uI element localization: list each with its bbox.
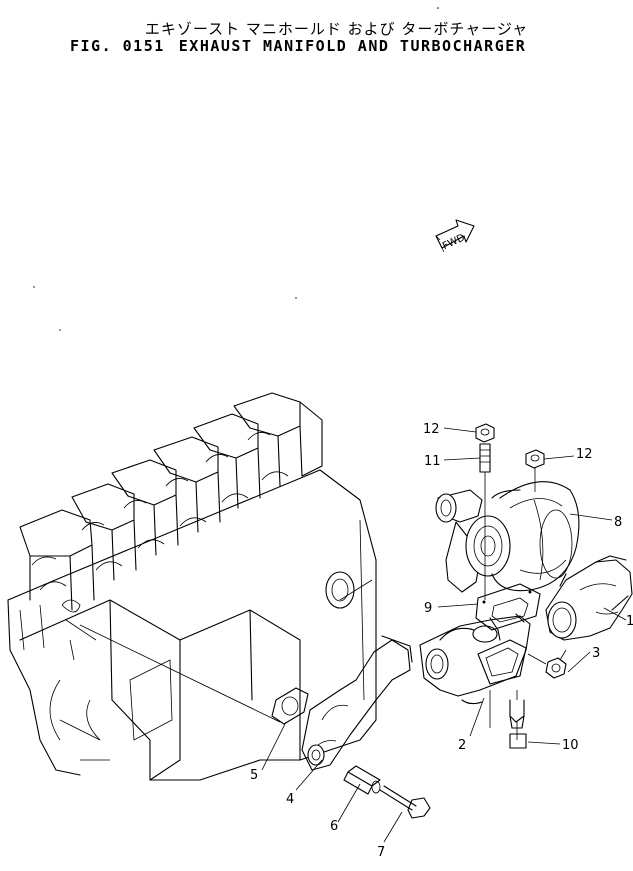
callout-6: 6 xyxy=(330,819,338,834)
callout-7: 7 xyxy=(377,845,385,860)
title-english-line: FIG. 0151 EXHAUST MANIFOLD AND TURBOCHARG… xyxy=(70,37,526,55)
figure-title: EXHAUST MANIFOLD AND TURBOCHARGER xyxy=(178,37,527,55)
part-10-bolt xyxy=(509,690,527,749)
part-4-front-manifold xyxy=(301,635,413,771)
callout-12-upper: 12 xyxy=(423,422,440,437)
callout-1: 1 xyxy=(626,614,633,629)
part-7-bolt xyxy=(379,785,431,819)
part-1-rear-elbow xyxy=(545,555,633,641)
fwd-arrow-icon: FWD xyxy=(435,219,475,252)
part-8-turbocharger xyxy=(435,481,580,593)
callout-2: 2 xyxy=(458,738,466,753)
leader-3-link xyxy=(527,653,547,665)
leader-block-to-gasket xyxy=(79,624,281,723)
part-5-gasket xyxy=(271,687,309,725)
callout-5: 5 xyxy=(250,768,258,783)
scan-dots xyxy=(33,7,439,331)
part-12-nut-lower xyxy=(525,449,545,492)
part-12-nut-upper xyxy=(475,423,495,443)
leader-2 xyxy=(469,697,485,737)
part-2-center-manifold xyxy=(419,613,531,705)
callout-leaders xyxy=(261,427,627,843)
figure-number: FIG. 0151 xyxy=(70,37,165,55)
callout-3: 3 xyxy=(592,646,600,661)
title-japanese: エキゾースト マニホールド および ターボチャージャ xyxy=(144,20,529,38)
part-11-stud xyxy=(479,443,491,600)
part-6-sleeve xyxy=(343,765,381,795)
callout-8: 8 xyxy=(614,515,622,530)
callout-4: 4 xyxy=(286,792,294,807)
callout-11: 11 xyxy=(424,454,441,469)
callout-9: 9 xyxy=(424,601,432,616)
part-3-nut xyxy=(545,649,567,679)
fwd-label: FWD xyxy=(441,232,467,252)
engine-block xyxy=(7,392,377,781)
callout-12-lower: 12 xyxy=(576,447,593,462)
part-9-gasket xyxy=(475,583,541,631)
callout-10: 10 xyxy=(562,738,579,753)
